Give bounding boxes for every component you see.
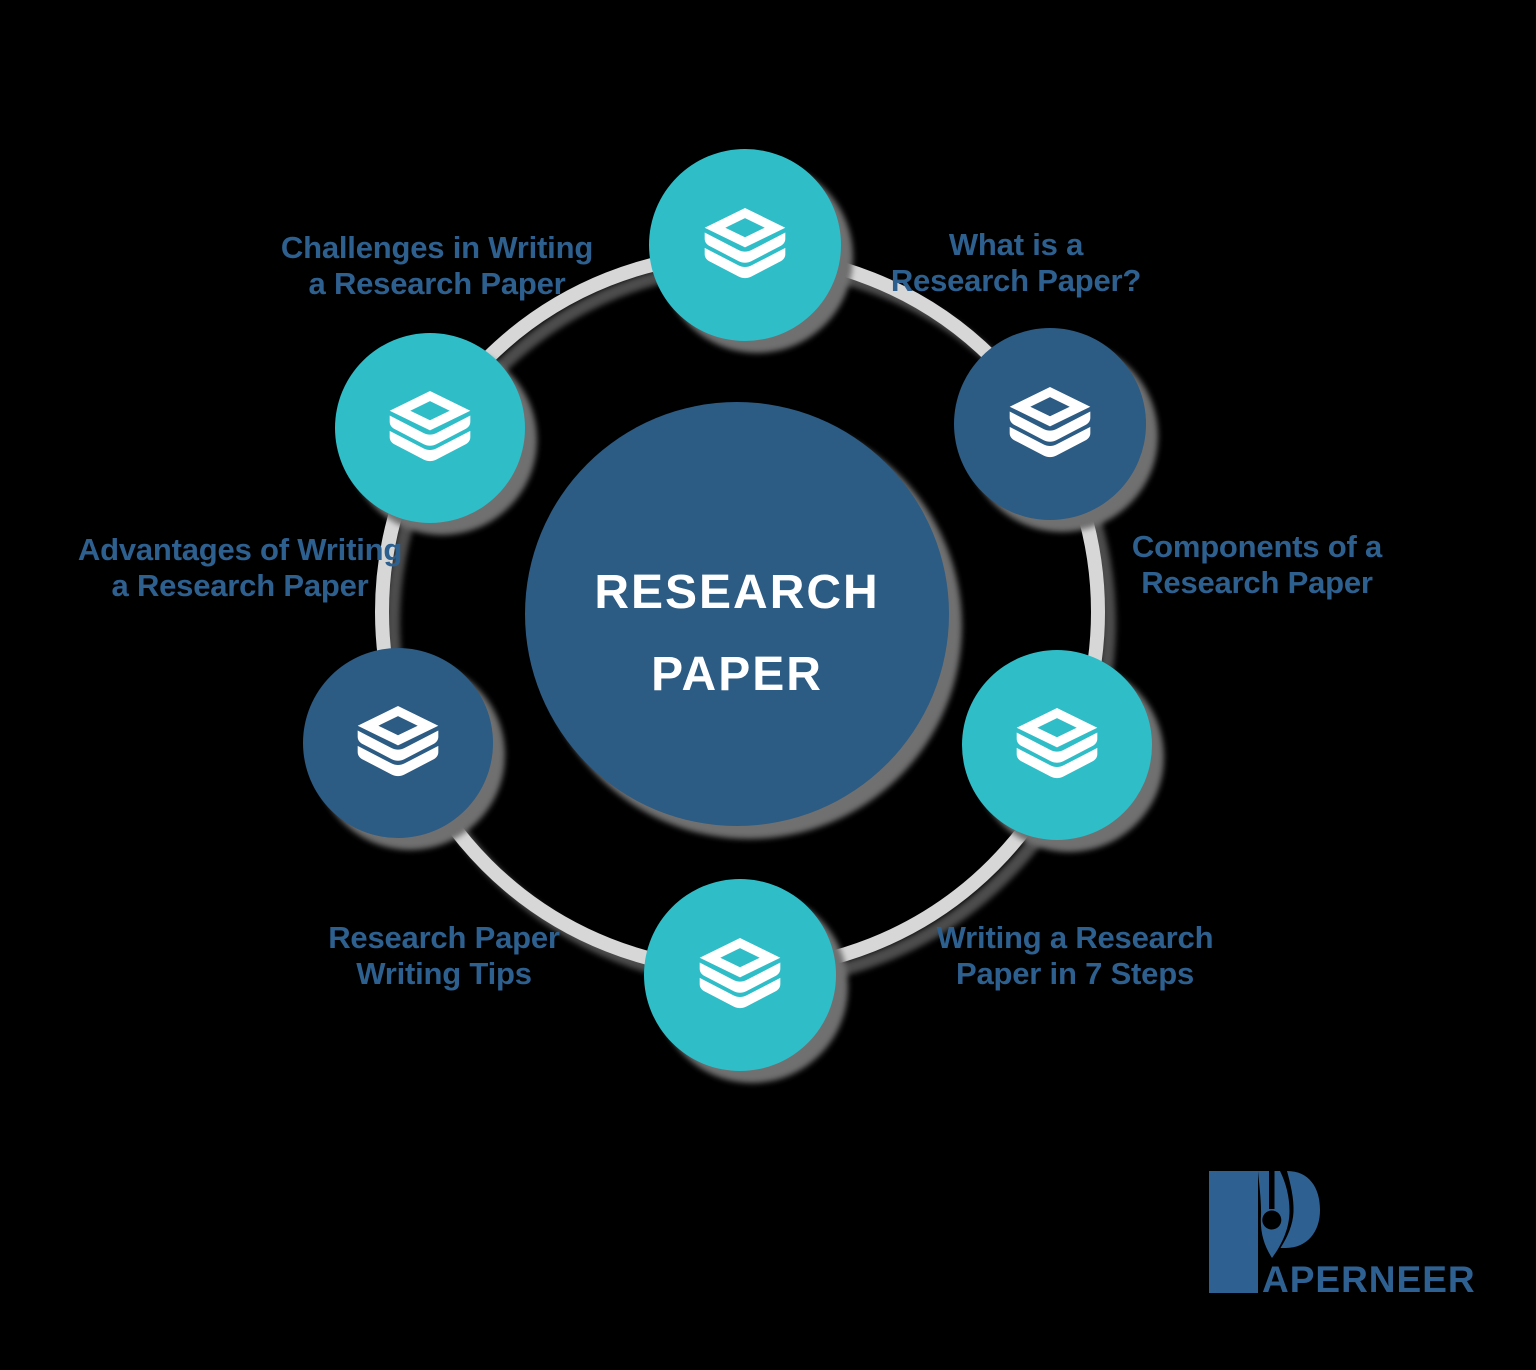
node-lower-right [962, 650, 1164, 852]
label-7-steps: Writing a Research Paper in 7 Steps [936, 920, 1214, 991]
node-lower-left [303, 648, 505, 850]
paperneer-logo: APERNEER [1209, 1171, 1489, 1299]
node-top [649, 149, 853, 353]
center-circle [525, 402, 949, 826]
label-what-is: What is a Research Paper? [890, 227, 1142, 298]
label-components: Components of a Research Paper [1131, 529, 1383, 600]
node-upper-right [954, 328, 1158, 532]
center-title: RESEARCH PAPER [594, 566, 880, 701]
label-writing-tips: Research Paper Writing Tips [328, 920, 560, 991]
node-upper-left [335, 333, 537, 535]
label-advantages: Advantages of Writing a Research Paper [77, 532, 403, 603]
logo-wordmark: APERNEER [1262, 1259, 1476, 1300]
label-challenges: Challenges in Writing a Research Paper [280, 230, 594, 301]
pen-nib-p-logo-icon [1209, 1171, 1320, 1293]
node-bottom [644, 879, 848, 1083]
